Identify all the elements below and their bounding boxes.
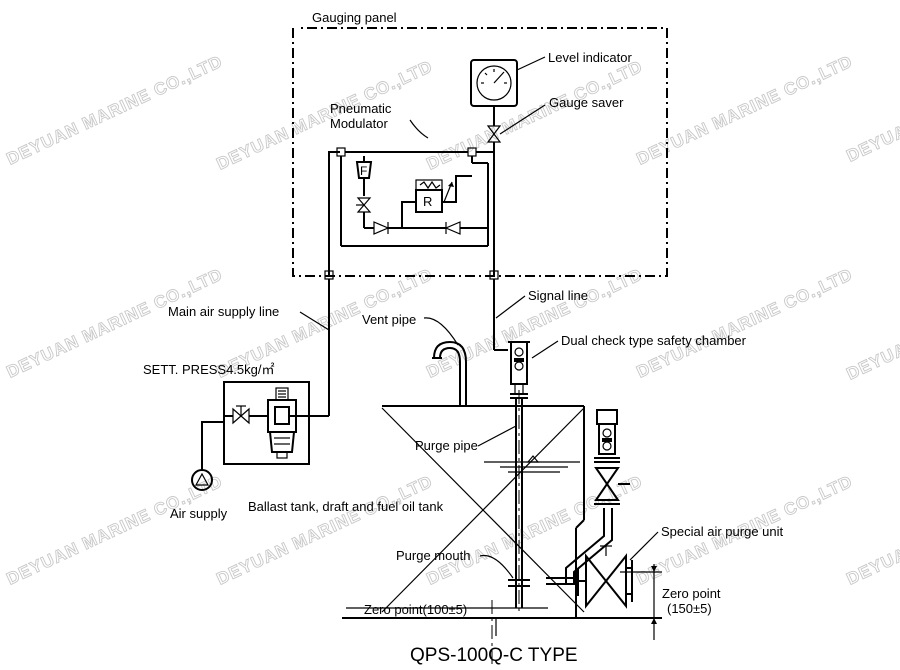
gauging-panel-label: Gauging panel — [312, 10, 397, 25]
special-air-purge-label: Special air purge unit — [661, 524, 784, 539]
air-supply-regulator-unit — [223, 381, 310, 465]
air-supply-label: Air supply — [170, 506, 228, 521]
regulator-letter: R — [423, 194, 432, 209]
zero-point-left-label: Zero point(100±5) — [364, 602, 467, 617]
vent-pipe-label: Vent pipe — [362, 312, 416, 327]
watermark: DEYUAN MARINE CO.,LTD — [214, 57, 436, 174]
purge-pipe — [508, 390, 530, 612]
zero-point-right-label-2: (150±5) — [667, 601, 712, 616]
leader-line — [629, 531, 659, 561]
zero-point-right-label-1: Zero point — [662, 586, 721, 601]
watermark: DEYUAN MARINE CO.,LTD — [424, 265, 646, 382]
signal-line-label: Signal line — [528, 288, 588, 303]
leader-line — [516, 56, 546, 71]
air-supply-inlet — [191, 421, 224, 491]
leader-line — [499, 104, 546, 135]
pneumatic-modulator-label-1: Pneumatic — [330, 101, 392, 116]
special-air-purge-unit — [546, 409, 633, 609]
level-indicator-label: Level indicator — [548, 50, 632, 65]
leader-line — [299, 311, 330, 331]
vent-pipe — [432, 340, 467, 406]
watermark: DEYUAN MARINE CO.,LTD — [4, 472, 226, 589]
zero-point-dimensions — [346, 564, 662, 668]
leader-line — [531, 340, 559, 359]
main-air-supply-label: Main air supply line — [168, 304, 279, 319]
gauge-saver-label: Gauge saver — [549, 95, 624, 110]
leader-line — [409, 119, 429, 139]
diagram-title: QPS-100Q-C TYPE — [410, 645, 578, 666]
dual-check-label: Dual check type safety chamber — [561, 333, 747, 348]
leader-line — [423, 317, 459, 346]
filter-letter: F — [360, 164, 367, 178]
pneumatic-modulator: F R — [324, 147, 499, 280]
watermarks: DEYUAN MARINE CO.,LTD DEYUAN MARINE CO.,… — [3, 48, 900, 589]
watermark: DEYUAN MARINE CO.,LTD — [844, 267, 900, 384]
leader-line — [477, 425, 517, 447]
purge-pipe-label: Purge pipe — [415, 438, 478, 453]
ballast-tank-label: Ballast tank, draft and fuel oil tank — [248, 499, 444, 514]
watermark: DEYUAN MARINE CO.,LTD — [4, 52, 226, 169]
dual-check-safety-chamber — [508, 341, 530, 399]
leader-line — [495, 295, 526, 319]
watermark: DEYUAN MARINE CO.,LTD — [214, 472, 436, 589]
gauging-panel-boundary — [292, 27, 668, 277]
pneumatic-modulator-label-2: Modulator — [330, 116, 388, 131]
watermark: DEYUAN MARINE CO.,LTD — [634, 265, 856, 382]
watermark: DEYUAN MARINE CO.,LTD — [424, 57, 646, 174]
level-indicator — [470, 59, 518, 118]
sett-press-label: SETT. PRESS4.5kg/㎡ — [143, 362, 275, 377]
leader-line — [479, 554, 514, 579]
purge-mouth-label: Purge mouth — [396, 548, 470, 563]
gauge-saver-valve — [486, 118, 502, 150]
